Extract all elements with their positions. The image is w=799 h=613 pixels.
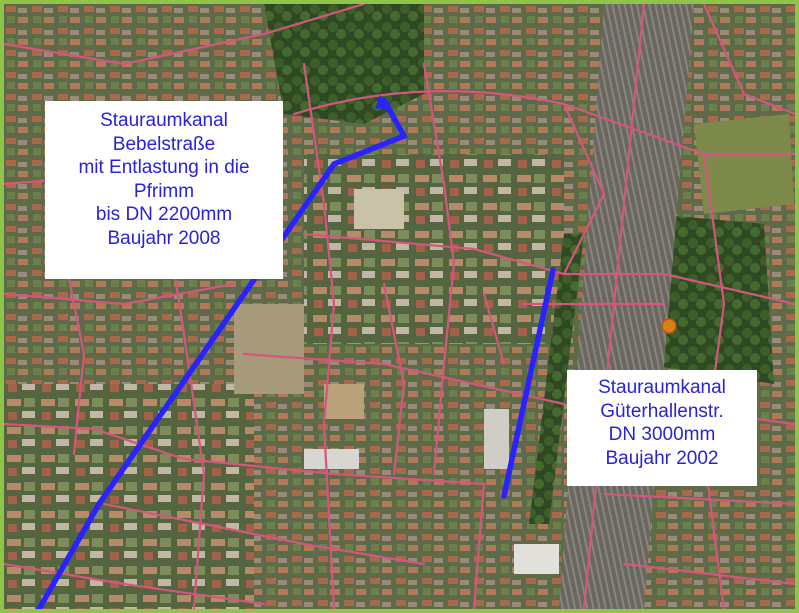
flat-roof xyxy=(304,449,359,469)
label-line: bis DN 2200mm xyxy=(95,204,233,225)
label-line: Stauraumkanal xyxy=(598,377,726,398)
label-bebelstrasse: Stauraumkanal Bebelstraße mit Entlastung… xyxy=(45,101,283,279)
label-line: mit Entlastung in die xyxy=(78,157,250,178)
open-area xyxy=(234,304,304,394)
orange-marker xyxy=(661,318,677,334)
tree-strip xyxy=(529,234,584,524)
gueterhallenstrasse-channel xyxy=(501,267,556,499)
tree-park xyxy=(694,114,794,214)
label-line: Bebelstraße xyxy=(112,133,216,155)
residential-block xyxy=(4,384,254,609)
flat-roof xyxy=(484,409,509,469)
label-line: Baujahr 2008 xyxy=(107,227,221,249)
tree-park xyxy=(264,4,424,124)
residential-block xyxy=(304,154,564,344)
flat-roof xyxy=(514,544,559,574)
map-canvas xyxy=(4,4,795,609)
bebelstrasse-channel xyxy=(36,94,408,609)
label-line: Güterhallenstr. xyxy=(600,400,724,422)
label-line: Stauraumkanal xyxy=(100,110,228,131)
label-line: Pfrimm xyxy=(133,180,195,202)
aerial-map[interactable]: Stauraumkanal Bebelstraße mit Entlastung… xyxy=(4,4,795,609)
label-line: Baujahr 2002 xyxy=(605,447,719,469)
label-line: DN 3000mm xyxy=(608,424,716,445)
label-gueterhallenstrasse: Stauraumkanal Güterhallenstr. DN 3000mm … xyxy=(567,370,757,486)
sports-field xyxy=(354,189,404,229)
open-area xyxy=(324,384,364,419)
tree-park xyxy=(644,214,774,384)
